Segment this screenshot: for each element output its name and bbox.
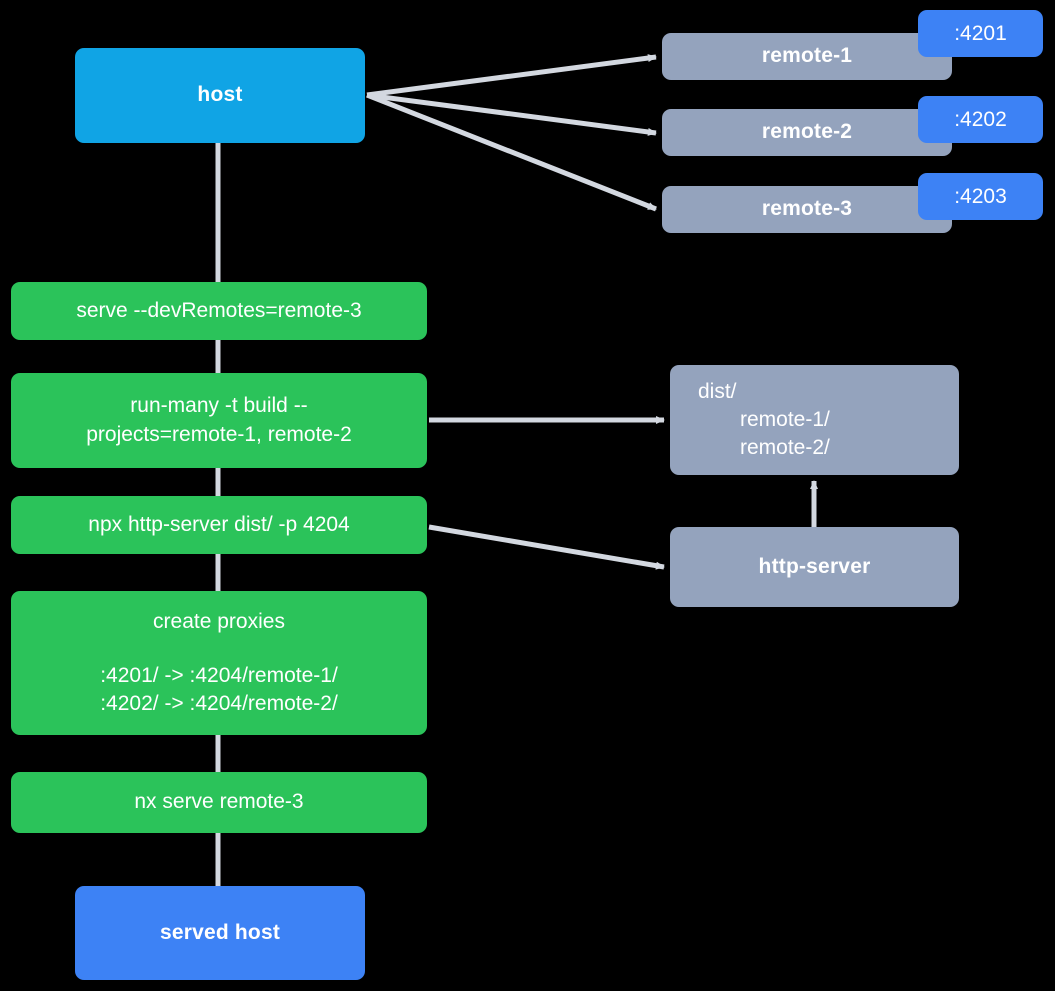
port-badge-remote-2-label: :4202: [954, 107, 1007, 131]
node-host[interactable]: host: [75, 48, 365, 143]
node-http-server-label: http-server: [758, 554, 871, 578]
dist-child-remote-2: remote-2/: [740, 436, 830, 460]
create-proxies-mapping-1: :4201/ -> :4204/remote-1/: [100, 663, 338, 687]
edge-host-to-remote-1: [366, 54, 657, 98]
dist-child-remote-1: remote-1/: [740, 407, 830, 431]
create-proxies-mapping-2: :4202/ -> :4204/remote-2/: [100, 692, 338, 716]
node-remote-1-label: remote-1: [761, 44, 853, 68]
port-badge-remote-1[interactable]: :4201: [918, 10, 1043, 57]
dist-root-label: dist/: [698, 379, 737, 403]
node-remote-2-label: remote-2: [761, 120, 853, 144]
port-badge-remote-3-label: :4203: [954, 184, 1007, 208]
node-remote-3[interactable]: remote-3: [662, 186, 952, 233]
create-proxies-title: create proxies: [153, 609, 285, 633]
node-served-host[interactable]: served host: [75, 886, 365, 980]
node-http-server[interactable]: http-server: [670, 527, 959, 607]
node-command-nx-serve-remote-3-label: nx serve remote-3: [134, 790, 304, 814]
node-remote-2[interactable]: remote-2: [662, 109, 952, 156]
node-served-host-label: served host: [159, 920, 281, 944]
node-dist-folder[interactable]: dist/ remote-1/ remote-2/: [670, 365, 959, 475]
node-create-proxies[interactable]: create proxies :4201/ -> :4204/remote-1/…: [11, 591, 427, 735]
node-command-nx-serve-remote-3[interactable]: nx serve remote-3: [11, 772, 427, 833]
edge-npx-to-httpserver: [428, 524, 665, 570]
node-command-npx-http-server-label: npx http-server dist/ -p 4204: [88, 512, 350, 536]
node-command-serve-label: serve --devRemotes=remote-3: [76, 298, 362, 322]
edge-host-to-remote-3: [366, 92, 657, 212]
node-remote-3-label: remote-3: [761, 197, 853, 221]
port-badge-remote-3[interactable]: :4203: [918, 173, 1043, 220]
node-command-npx-http-server[interactable]: npx http-server dist/ -p 4204: [11, 496, 427, 554]
node-remote-1[interactable]: remote-1: [662, 33, 952, 80]
edge-host-to-remote-2: [366, 92, 657, 136]
node-command-run-many-line-2: projects=remote-1, remote-2: [86, 422, 352, 446]
node-command-run-many-line-1: run-many -t build --: [130, 394, 308, 418]
node-host-label: host: [197, 83, 243, 107]
node-command-serve[interactable]: serve --devRemotes=remote-3: [11, 282, 427, 340]
node-command-run-many[interactable]: run-many -t build -- projects=remote-1, …: [11, 373, 427, 468]
port-badge-remote-1-label: :4201: [954, 21, 1007, 45]
port-badge-remote-2[interactable]: :4202: [918, 96, 1043, 143]
